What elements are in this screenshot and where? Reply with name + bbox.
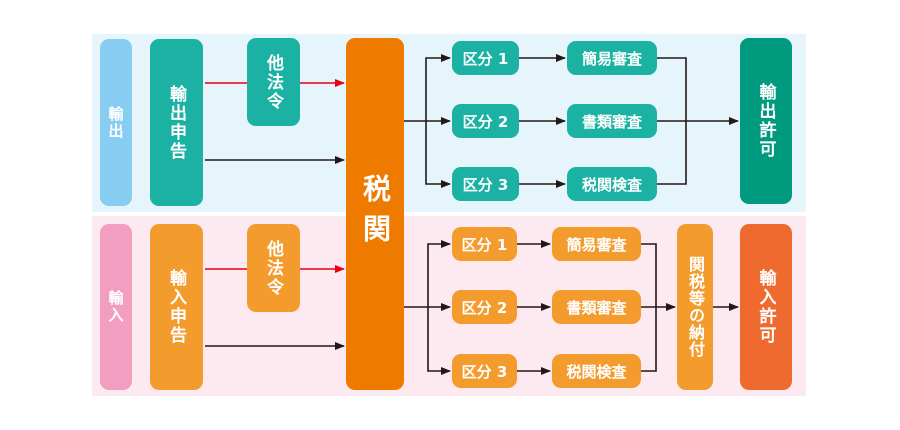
import-tax-payment-box: 関税等の納付: [677, 224, 713, 390]
customs-box: 税関: [346, 38, 404, 390]
import-review-document: 書類審査: [552, 290, 641, 324]
import-category-2: 区分 2: [452, 290, 517, 324]
export-permit-box: 輸出許可: [740, 38, 792, 204]
import-declaration-box: 輸入申告: [150, 224, 203, 390]
export-review-inspection: 税関検査: [567, 167, 657, 201]
import-tag: 輸入: [100, 224, 132, 390]
export-category-2: 区分 2: [452, 104, 519, 138]
export-review-simple: 簡易審査: [567, 41, 657, 75]
import-review-simple: 簡易審査: [552, 227, 641, 261]
export-tag: 輸出: [100, 39, 132, 206]
export-category-1: 区分 1: [452, 41, 519, 75]
export-other-laws-box: 他法令: [247, 38, 300, 126]
import-category-3: 区分 3: [452, 354, 517, 388]
import-other-laws-box: 他法令: [247, 224, 300, 312]
export-category-3: 区分 3: [452, 167, 519, 201]
export-review-document: 書類審査: [567, 104, 657, 138]
export-declaration-box: 輸出申告: [150, 39, 203, 206]
import-category-1: 区分 1: [452, 227, 517, 261]
import-permit-box: 輸入許可: [740, 224, 792, 390]
import-review-inspection: 税関検査: [552, 354, 641, 388]
